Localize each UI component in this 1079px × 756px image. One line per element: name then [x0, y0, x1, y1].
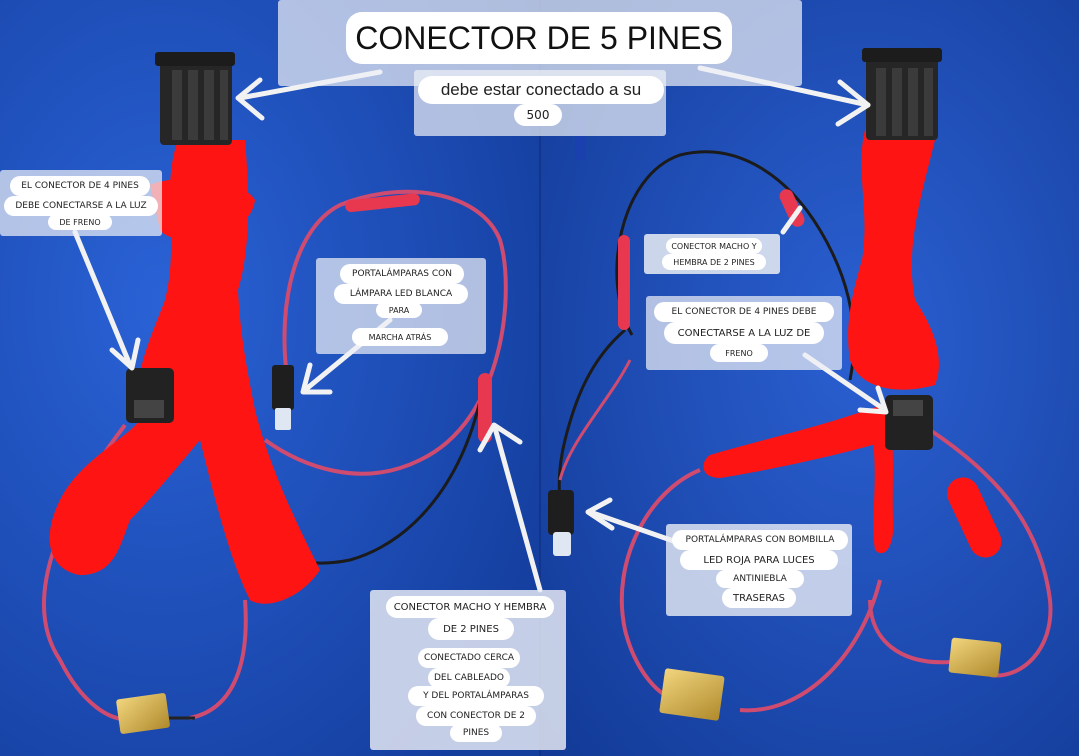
right-resistor-2: [948, 637, 1002, 678]
left-lamp-holder-line-2: LÁMPARA LED BLANCA: [334, 284, 468, 304]
left-four-pin-line-1: EL CONECTOR DE 4 PINES: [10, 176, 150, 196]
page-title: CONECTOR DE 5 PINES: [346, 12, 732, 64]
left-lamp-holder-line-1: PORTALÁMPARAS CON: [340, 264, 464, 284]
left-lamp-holder-line-4: MARCHA ATRÁS: [352, 328, 448, 346]
bottom-connector-line-6: CON CONECTOR DE 2: [416, 706, 536, 726]
right-lamp-holder-line-4: TRASERAS: [722, 588, 796, 608]
left-resistor: [116, 693, 170, 734]
right-harness: [548, 48, 1053, 721]
right-four-pin-line-1: EL CONECTOR DE 4 PINES DEBE: [654, 302, 834, 322]
subtitle-line-1: debe estar conectado a su: [418, 76, 664, 104]
subtitle-line-2: 500: [514, 104, 562, 126]
bottom-connector-line-1: CONECTOR MACHO Y HEMBRA: [386, 596, 554, 618]
right-four-pin-line-2: CONECTARSE A LA LUZ DE: [664, 322, 824, 344]
bottom-connector-line-5: Y DEL PORTALÁMPARAS: [408, 686, 544, 706]
bottom-connector-line-2: DE 2 PINES: [428, 618, 514, 640]
right-four-pin-line-3: FRENO: [710, 344, 768, 362]
left-harness: [42, 52, 508, 734]
right-5-pin-connector: [862, 48, 942, 140]
bottom-connector-line-3: CONECTADO CERCA: [418, 648, 520, 668]
right-two-pin-line-2: HEMBRA DE 2 PINES: [662, 254, 766, 270]
left-four-pin-line-3: DE FRENO: [48, 214, 112, 230]
right-lamp-holder-line-2: LED ROJA PARA LUCES: [680, 550, 838, 570]
right-lamp-holder: [548, 490, 574, 556]
left-4-pin-connector: [126, 368, 174, 423]
left-lamp-holder: [272, 365, 294, 430]
bottom-connector-line-7: PINES: [450, 724, 502, 742]
right-lamp-holder-line-3: ANTINIEBLA: [716, 570, 804, 588]
right-lamp-holder-line-1: PORTALÁMPARAS CON BOMBILLA: [672, 530, 848, 550]
left-5-pin-connector: [155, 52, 235, 145]
left-lamp-holder-line-3: PARA: [376, 302, 422, 318]
right-two-pin-line-1: CONECTOR MACHO Y: [666, 238, 762, 254]
left-four-pin-line-2: DEBE CONECTARSE A LA LUZ: [4, 196, 158, 216]
right-4-pin-connector: [885, 395, 933, 450]
bottom-connector-line-4: DEL CABLEADO: [428, 668, 510, 688]
right-resistor-1: [659, 668, 725, 721]
